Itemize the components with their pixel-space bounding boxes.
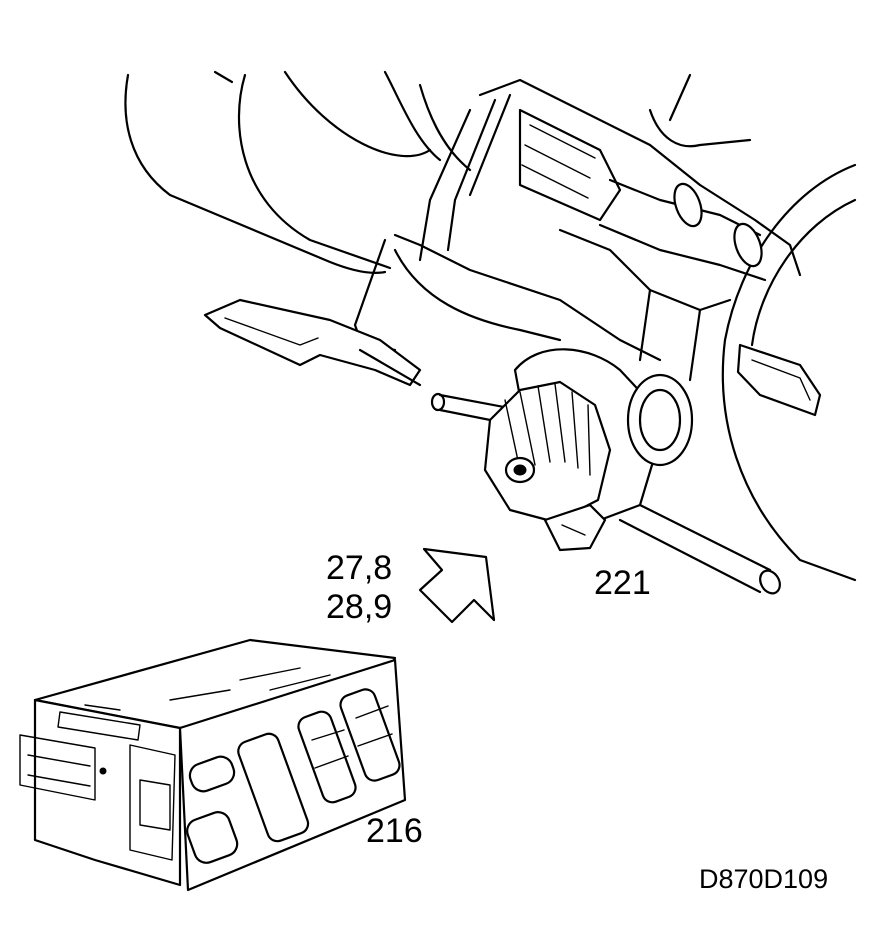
steering-wheel [721, 163, 857, 582]
actuator-rod [618, 498, 781, 595]
actuator-motor [483, 348, 694, 552]
climate-control-panel [19, 638, 407, 892]
part-label-control-panel: 216 [366, 812, 423, 850]
reference-callout-b: 28,9 [326, 588, 393, 626]
direction-arrow [418, 547, 496, 624]
lever-bracket [203, 298, 522, 427]
reference-callout-a: 27,8 [326, 549, 393, 587]
steering-column [353, 78, 802, 382]
drawing-code: D870D109 [699, 864, 829, 894]
part-label-actuator: 221 [594, 564, 651, 602]
dashboard-housing [124, 70, 752, 274]
